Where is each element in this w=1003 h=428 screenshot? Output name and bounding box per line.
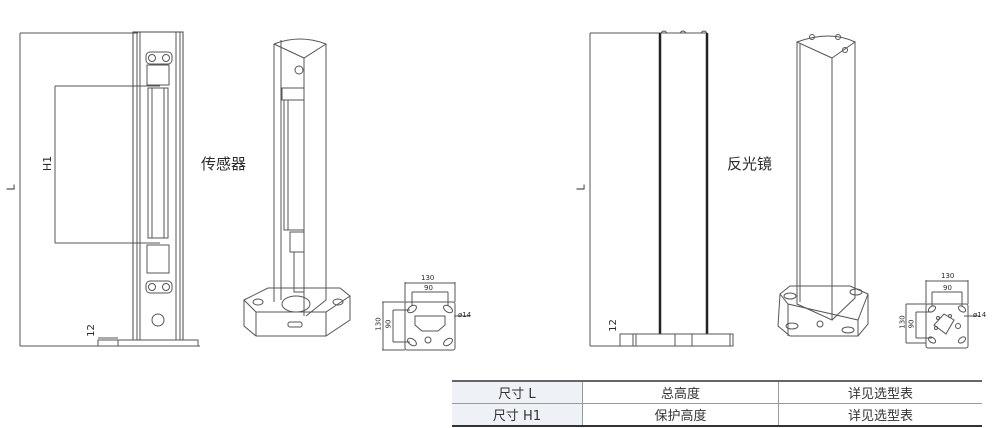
sensor-dim-12: 12	[85, 324, 97, 337]
reflector-iso-view	[777, 34, 869, 337]
sensor-base-height: 130	[374, 317, 383, 331]
meaning-cell: 总高度	[582, 380, 779, 404]
reflector-side-view	[589, 30, 734, 347]
sensor-dim-L: L	[4, 184, 18, 191]
dimension-spec-table: 尺寸 L 总高度 详见选型表 尺寸 H1 保护高度 详见选型表	[452, 380, 982, 427]
reflector-dim-12: 12	[607, 319, 619, 332]
sensor-side-view	[19, 31, 200, 347]
value-cell: 详见选型表	[778, 380, 982, 404]
value-cell: 详见选型表	[778, 403, 982, 427]
reflector-base-width: 130	[941, 272, 955, 280]
sensor-dim-H1: H1	[41, 155, 55, 172]
reflector-base-hole-dia: ø14	[973, 311, 987, 319]
param-cell: 尺寸 L	[452, 380, 583, 404]
reflector-dim-L: L	[574, 184, 588, 191]
table-row: 尺寸 H1 保护高度 详见选型表	[452, 403, 982, 427]
table-row: 尺寸 L 总高度 详见选型表	[452, 380, 982, 404]
param-cell: 尺寸 H1	[452, 403, 583, 427]
reflector-base-hole-y: 90	[907, 319, 916, 329]
meaning-cell: 保护高度	[582, 403, 779, 427]
sensor-base-width: 130	[421, 274, 435, 282]
sensor-base-hole-y: 90	[384, 319, 393, 329]
reflector-title: 反光镜	[727, 155, 773, 173]
sensor-iso-view	[243, 38, 351, 337]
reflector-base-plate	[905, 280, 980, 349]
sensor-base-plate	[382, 282, 470, 351]
sensor-base-hole-dia: ø14	[458, 311, 472, 319]
sensor-title: 传感器	[201, 155, 247, 173]
reflector-base-hole-x: 90	[943, 284, 952, 292]
reflector-base-height: 130	[898, 315, 907, 329]
sensor-base-hole-x: 90	[424, 284, 433, 292]
